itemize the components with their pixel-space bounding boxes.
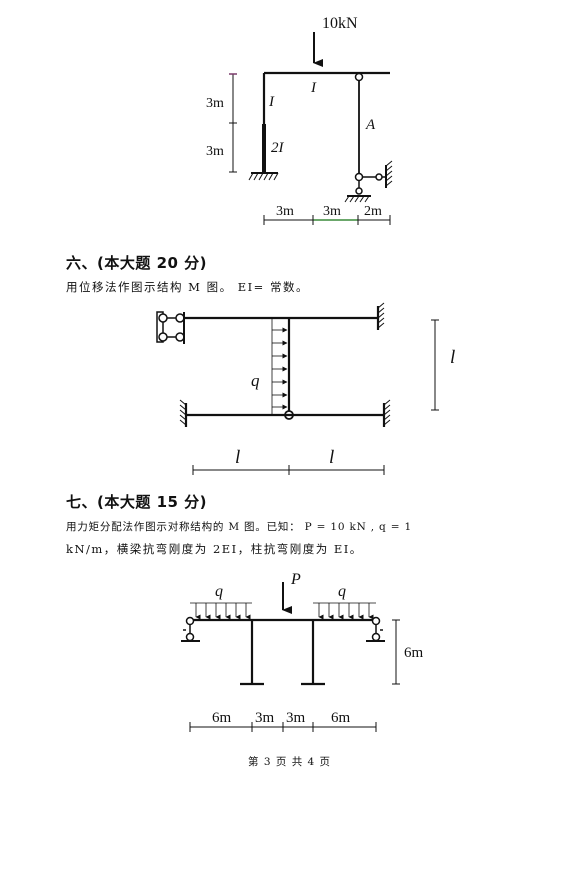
horizontal-dim-3: 2m	[364, 204, 382, 219]
problem7-heading: 七、(本大题 15 分)	[66, 493, 208, 511]
point-load-P-label: P	[290, 571, 301, 588]
hinge-bottom	[354, 172, 364, 182]
problem6-heading: 六、(本大题 20 分)	[66, 254, 208, 272]
node-A-label: A	[365, 117, 376, 133]
problem7-statement-line2: kN/m，横梁抗弯刚度为 2EI，柱抗弯刚度为 EI。	[66, 542, 363, 556]
right-udl-label: q	[338, 583, 346, 600]
problem6-statement: 用位移法作图示结构 M 图。 EI= 常数。	[66, 280, 309, 294]
left-udl-label: q	[215, 583, 223, 600]
horizontal-dim-6m-right: 6m	[331, 710, 351, 726]
horizontal-dim-l-left: l	[235, 447, 240, 468]
vertical-dim-6m: 6m	[404, 645, 424, 661]
frame-figure-3: P q q	[181, 571, 424, 732]
hinge-top	[354, 72, 364, 82]
problem7-statement-line1: 用力矩分配法作图示对称结构的 M 图。已知： P = 10 kN , q = 1	[66, 521, 412, 533]
left-udl-arrows	[195, 603, 251, 620]
horizontal-dim-6m-left: 6m	[212, 710, 232, 726]
horizontal-dim-2: 3m	[323, 204, 341, 219]
horizontal-dim-l-right: l	[329, 447, 334, 468]
frame-figure-1: 10kN	[206, 15, 393, 225]
vertical-dim-lower: 3m	[206, 144, 224, 159]
horizontal-dim-3m-left: 3m	[255, 710, 275, 726]
column-lower-stiffness-label: 2I	[271, 140, 285, 156]
point-load-label: 10kN	[322, 15, 358, 32]
horizontal-dim-1: 3m	[276, 204, 294, 219]
vertical-dim-upper: 3m	[206, 96, 224, 111]
distributed-load-arrows	[272, 327, 288, 410]
distributed-load-label: q	[251, 371, 260, 390]
frame-figure-2: q l l l	[156, 302, 455, 475]
column-upper-stiffness-label: I	[268, 94, 275, 110]
horizontal-dim-3m-right: 3m	[286, 710, 306, 726]
right-udl-arrows	[318, 603, 374, 620]
beam-stiffness-label: I	[310, 80, 317, 96]
page-footer: 第 3 页 共 4 页	[248, 756, 332, 768]
vertical-dim-l: l	[450, 347, 455, 368]
